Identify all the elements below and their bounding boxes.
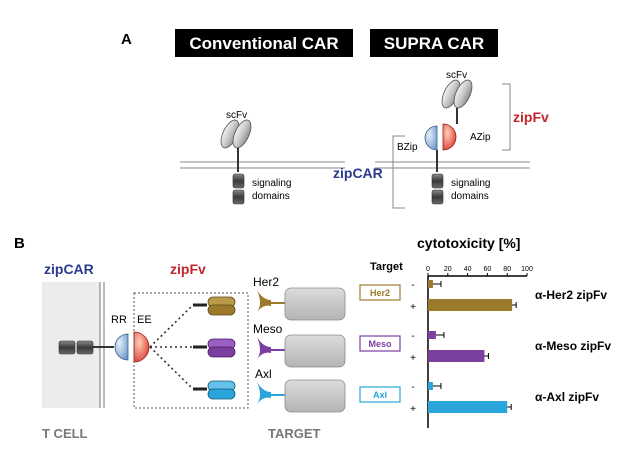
zipcar-label-a: zipCAR — [333, 165, 383, 181]
conventional-membrane — [180, 161, 345, 169]
target-box-label: Axl — [373, 390, 387, 400]
target-label: TARGET — [268, 426, 321, 441]
minus-sign: - — [411, 382, 414, 393]
t-cell-membrane — [99, 282, 105, 408]
zipfv-label-b: zipFv — [170, 261, 206, 277]
panel-b-letter: B — [14, 235, 25, 252]
conventional-title: Conventional CAR — [189, 34, 338, 53]
target-box-axl — [359, 386, 401, 403]
supra-membrane — [375, 161, 530, 169]
chart-title: cytotoxicity [%] — [417, 235, 520, 251]
azip-icon — [442, 123, 457, 151]
b-signaling-icon — [58, 340, 114, 355]
her2-target-cell — [284, 287, 346, 321]
meso-label: Meso — [253, 322, 283, 336]
plus-sign: + — [410, 353, 416, 364]
axl-target-cell — [284, 379, 346, 413]
series-label-meso: α-Meso zipFv — [535, 339, 611, 353]
zipcar-label-b: zipCAR — [44, 261, 94, 277]
ee-red-zipper-icon — [133, 331, 150, 363]
meso-zipfv-icon — [193, 338, 236, 358]
supra-signaling-icon — [431, 173, 444, 205]
bar-plus-her2 — [428, 299, 513, 311]
axl-antigen-icon — [257, 382, 271, 404]
axl-zipfv-icon — [193, 380, 236, 400]
supra-signaling-label-1: signaling — [451, 178, 490, 189]
supra-scfv-icon — [441, 79, 473, 124]
target-box-her2 — [359, 284, 401, 301]
azip-label: AZip — [470, 132, 491, 143]
target-box-label: Her2 — [370, 288, 390, 298]
ee-label: EE — [137, 314, 152, 326]
x-tick-label: 20 — [444, 266, 452, 273]
supra-signaling-label-2: domains — [451, 191, 489, 202]
minus-sign: - — [411, 331, 414, 342]
plus-sign: + — [410, 302, 416, 313]
zipfv-connectors — [149, 304, 194, 390]
bar-minus-axl — [428, 382, 433, 390]
bar-plus-meso — [428, 350, 485, 362]
bar-minus-meso — [428, 331, 436, 339]
bzip-label: BZip — [397, 142, 418, 153]
zipcar-bracket — [392, 135, 405, 209]
axl-label: Axl — [255, 367, 272, 381]
her2-label: Her2 — [253, 275, 279, 289]
target-box-label: Meso — [368, 339, 392, 349]
supra-title: SUPRA CAR — [384, 34, 484, 53]
zipfv-bracket — [502, 83, 511, 151]
x-tick-label: 40 — [464, 266, 472, 273]
rr-blue-zipper-icon — [114, 333, 129, 361]
zipfv-label-a: zipFv — [513, 109, 549, 125]
her2-antigen-icon — [257, 290, 271, 312]
conventional-title-box — [175, 29, 353, 57]
conventional-signaling-label-1: signaling — [252, 178, 291, 189]
minus-sign: - — [411, 280, 414, 291]
rr-label: RR — [111, 314, 127, 326]
bar-minus-her2 — [428, 280, 433, 288]
x-tick-label: 0 — [426, 266, 430, 273]
bar-plus-axl — [428, 401, 508, 413]
cytotoxicity-chart: cytotoxicity [%] Target 0 20 40 60 80 100Her2… — [359, 235, 611, 428]
bzip-icon — [424, 125, 438, 172]
zipfv-dashed-box — [133, 292, 249, 409]
panel-a-letter: A — [121, 31, 132, 48]
meso-target-cell — [284, 334, 346, 368]
target-box-meso — [359, 335, 401, 352]
chart-ylabel: Target — [370, 261, 403, 273]
series-label-axl: α-Axl zipFv — [535, 390, 599, 404]
conventional-scfv-icon — [220, 119, 252, 172]
t-cell-label: T CELL — [42, 426, 88, 441]
x-tick-label: 100 — [521, 266, 533, 273]
x-tick-label: 80 — [503, 266, 511, 273]
her2-zipfv-icon — [193, 296, 236, 316]
series-label-her2: α-Her2 zipFv — [535, 288, 607, 302]
x-tick-label: 60 — [484, 266, 492, 273]
conventional-scfv-label: scFv — [226, 110, 247, 121]
supra-scfv-label: scFv — [446, 70, 467, 81]
supra-title-box — [370, 29, 498, 57]
conventional-signaling-label-2: domains — [252, 191, 290, 202]
plus-sign: + — [410, 404, 416, 415]
conventional-signaling-icon — [232, 173, 245, 205]
meso-antigen-icon — [257, 337, 271, 359]
